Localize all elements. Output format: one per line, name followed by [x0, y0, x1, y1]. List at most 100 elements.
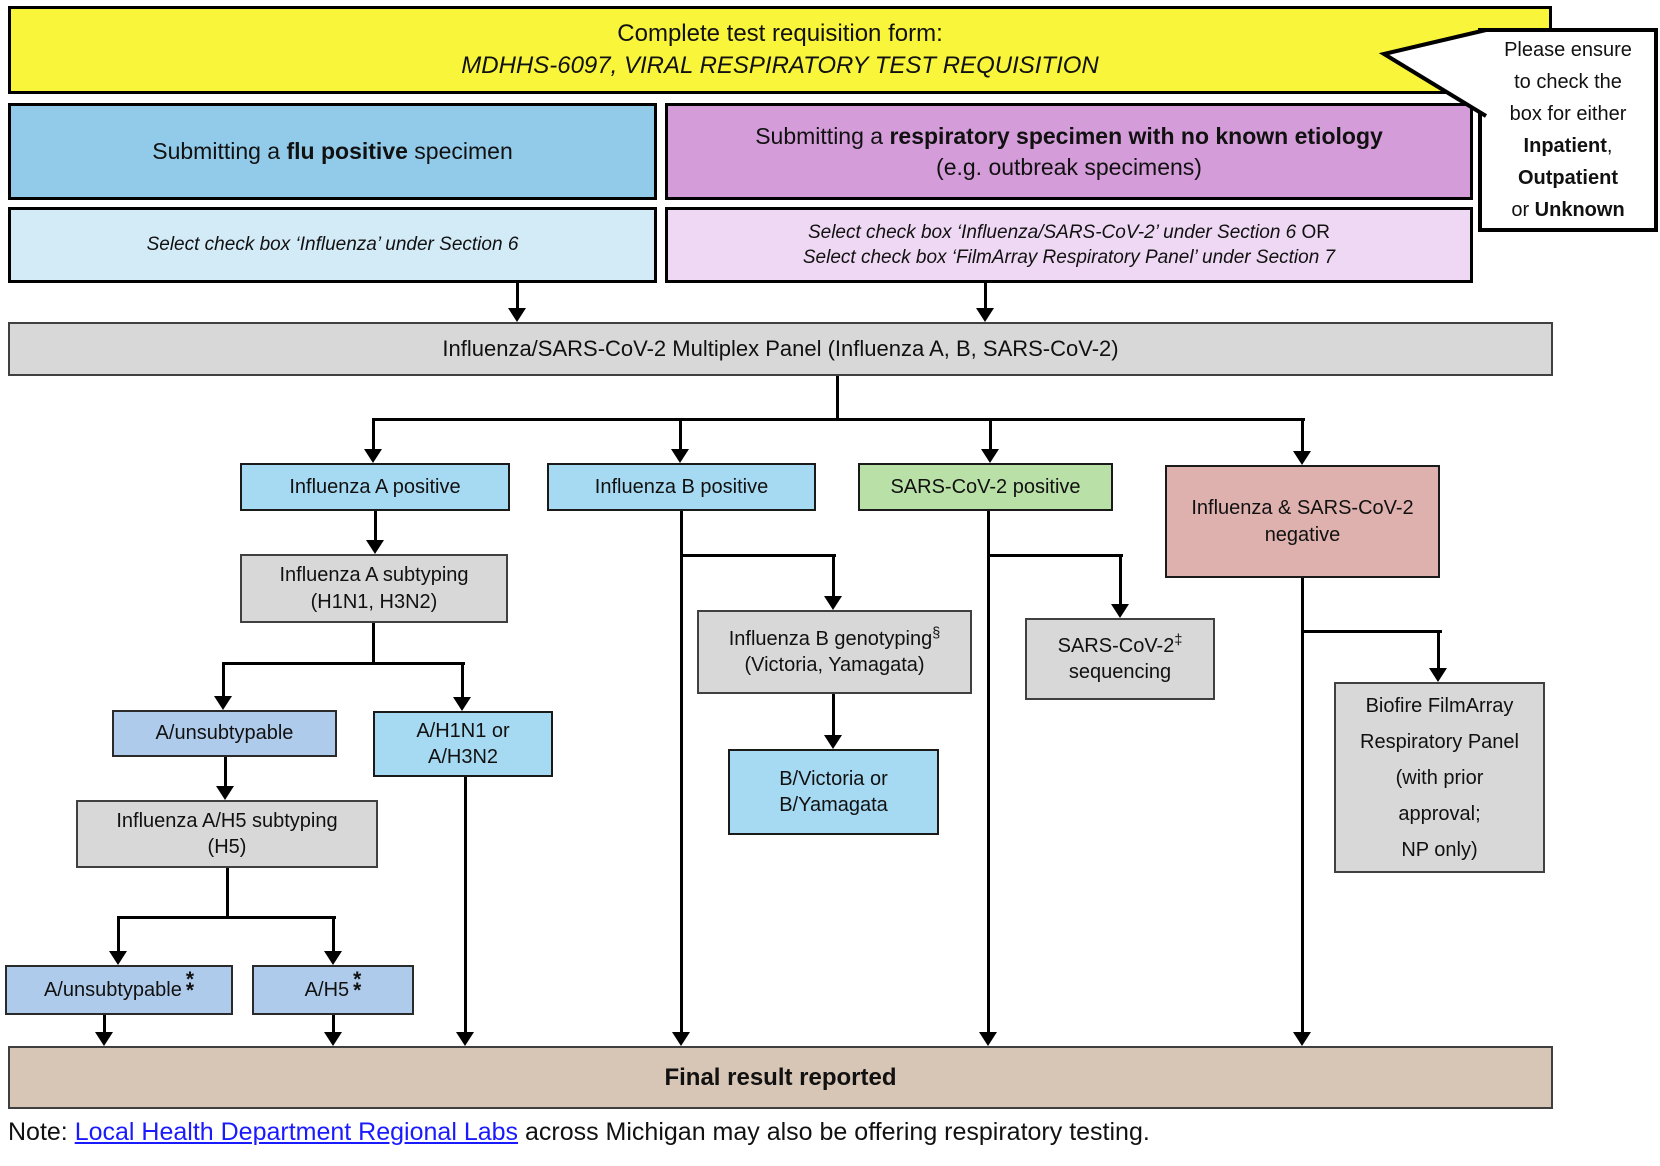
node-label-line2: Respiratory Panel: [1360, 730, 1519, 753]
arrowhead-down: [109, 951, 127, 965]
node-sars-cov-2-positive: SARS-CoV-2 positive: [858, 463, 1113, 511]
connector-line: [103, 1015, 106, 1032]
arrowhead-down: [981, 449, 999, 463]
connector-line: [117, 919, 120, 951]
callout-tail: [1378, 28, 1488, 118]
connector-line: [680, 511, 683, 1032]
arrowhead-down: [324, 1032, 342, 1046]
connector-line: [680, 554, 836, 557]
banner-line2: MDHHS-6097, VIRAL RESPIRATORY TEST REQUI…: [461, 52, 1099, 79]
node-biofire-filmarray: Biofire FilmArray Respiratory Panel (wit…: [1334, 682, 1545, 873]
asterisk-top: *: [353, 968, 362, 991]
connector-line: [1301, 578, 1304, 1032]
arrowhead-down: [1429, 668, 1447, 682]
node-influenza-a-subtyping: Influenza A subtyping (H1N1, H3N2): [240, 554, 508, 623]
callout-line2: to check the: [1514, 71, 1622, 93]
etiology-header: Submitting a respiratory specimen with n…: [665, 103, 1473, 200]
connector-line: [1437, 633, 1440, 668]
arrowhead-down: [824, 596, 842, 610]
double-asterisk-marker: **: [353, 968, 362, 1002]
asterisk-top: *: [185, 968, 195, 991]
etiology-select-or: OR: [1301, 221, 1331, 243]
etiology-header-line1: Submitting a respiratory specimen with n…: [755, 121, 1383, 151]
arrowhead-down: [976, 308, 994, 322]
node-label: A/unsubtypable: [155, 722, 294, 745]
node-influenza-b-genotyping: Influenza B genotyping§ (Victoria, Yamag…: [697, 610, 972, 694]
flu-positive-header-text: Submitting a flu positive specimen: [152, 136, 512, 166]
connector-line: [374, 511, 377, 540]
node-a-h5-final: A/H5 **: [252, 965, 414, 1015]
node-a-h1n1-or-a-h3n2: A/H1N1 or A/H3N2: [373, 711, 553, 777]
node-label: A/unsubtypable: [43, 978, 182, 1001]
arrowhead-down: [216, 786, 234, 800]
regional-labs-link[interactable]: Local Health Department Regional Labs: [74, 1118, 519, 1146]
node-label-line1: Biofire FilmArray: [1365, 694, 1514, 717]
node-label-line1: SARS-CoV-2‡: [1058, 633, 1183, 659]
asterisk-bottom: *: [353, 979, 362, 1002]
connector-line: [222, 662, 465, 665]
etiology-header-prefix: Submitting a: [755, 123, 890, 150]
connector-line: [989, 421, 992, 451]
connector-line: [832, 557, 835, 596]
footer-note: Note: Local Health Department Regional L…: [8, 1118, 1150, 1147]
connector-line: [1301, 421, 1304, 453]
arrowhead-down: [364, 449, 382, 463]
etiology-header-bold: respiratory specimen with no known etiol…: [889, 123, 1383, 150]
flu-header-prefix: Submitting a: [152, 138, 287, 165]
double-dagger-mark: ‡: [1174, 631, 1183, 648]
callout-or: or: [1511, 199, 1535, 221]
etiology-select-line2: Select check box ‘FilmArray Respiratory …: [802, 247, 1336, 268]
node-label-line2: (H1N1, H3N2): [310, 590, 438, 613]
flu-select-instruction: Select check box ‘Influenza’ under Secti…: [8, 207, 657, 283]
callout-comma: ,: [1606, 135, 1613, 157]
node-label-line1: Influenza & SARS-CoV-2: [1191, 497, 1414, 520]
arrowhead-down: [214, 696, 232, 710]
etiology-select-line1-text: Select check box ‘Influenza/SARS-CoV-2’ …: [807, 221, 1302, 243]
multiplex-panel-label: Influenza/SARS-CoV-2 Multiplex Panel (In…: [442, 336, 1119, 362]
connector-line: [332, 919, 335, 951]
callout-unknown: Unknown: [1534, 199, 1625, 221]
node-label-line2: (Victoria, Yamagata): [744, 654, 925, 676]
node-label-line3: (with prior: [1395, 766, 1484, 789]
arrowhead-down: [1293, 1032, 1311, 1046]
arrowhead-down: [1293, 451, 1311, 465]
arrowhead-down: [324, 951, 342, 965]
callout-inpatient: Inpatient: [1523, 135, 1607, 157]
connector-line: [372, 421, 375, 451]
connector-line: [226, 868, 229, 918]
etiology-select-line1: Select check box ‘Influenza/SARS-CoV-2’ …: [808, 220, 1330, 245]
flu-header-bold: flu positive: [286, 138, 408, 165]
sequencing-text: SARS-CoV-2: [1057, 634, 1175, 657]
flu-positive-header: Submitting a flu positive specimen: [8, 103, 657, 200]
connector-line: [984, 283, 987, 310]
arrowhead-down: [95, 1032, 113, 1046]
asterisk-bottom: *: [185, 979, 195, 1002]
arrowhead-down: [456, 1032, 474, 1046]
node-label-line2: sequencing: [1068, 661, 1172, 683]
callout-line1: Please ensure: [1504, 39, 1632, 61]
multiplex-panel: Influenza/SARS-CoV-2 Multiplex Panel (In…: [8, 322, 1553, 376]
node-influenza-a-h5-subtyping: Influenza A/H5 subtyping (H5): [76, 800, 378, 868]
genotyping-text: Influenza B genotyping: [728, 627, 933, 650]
section-mark: §: [932, 624, 941, 641]
requisition-banner: Complete test requisition form: MDHHS-60…: [8, 6, 1552, 94]
connector-line: [464, 777, 467, 1032]
node-a-unsubtypable-final: A/unsubtypable **: [5, 965, 233, 1015]
node-label-line2: A/H3N2: [427, 746, 499, 768]
connector-line: [1301, 630, 1442, 633]
node-label-line1: Influenza B genotyping§: [729, 626, 941, 652]
connector-line: [222, 665, 225, 696]
connector-line: [987, 511, 990, 1032]
callout-line6: or Unknown: [1511, 194, 1624, 226]
etiology-select-instruction: Select check box ‘Influenza/SARS-CoV-2’ …: [665, 207, 1473, 283]
double-asterisk-marker: **: [185, 968, 195, 1002]
connector-line: [117, 916, 336, 919]
arrowhead-down: [824, 735, 842, 749]
callout-outpatient: Outpatient: [1518, 167, 1618, 189]
node-label-line2: B/Yamagata: [779, 794, 888, 816]
final-result-bar: Final result reported: [8, 1046, 1553, 1109]
connector-line: [832, 694, 835, 735]
node-label: Influenza A positive: [289, 475, 461, 498]
arrowhead-down: [671, 449, 689, 463]
